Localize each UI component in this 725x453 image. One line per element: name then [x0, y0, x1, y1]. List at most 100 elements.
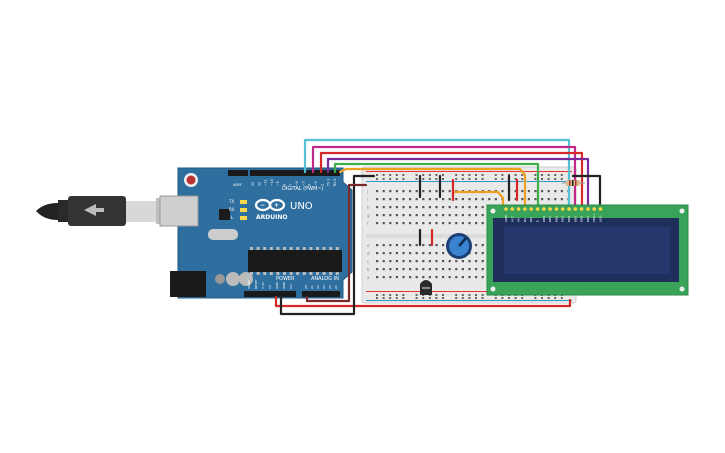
reset-button[interactable]: [186, 175, 196, 185]
digital-pin-label: ~3: [314, 181, 318, 186]
lcd-pin: [598, 207, 603, 211]
lcd-pin: [542, 207, 546, 211]
row-letter: f: [367, 221, 369, 226]
digital-pin-label: 12: [257, 182, 261, 186]
power-jack: [170, 271, 206, 297]
lcd-pin: [535, 207, 540, 211]
potentiometer[interactable]: [446, 233, 472, 259]
row-letter: b: [367, 267, 370, 272]
row-letter: d: [367, 251, 370, 256]
lcd-pin-label: GND: [504, 214, 508, 222]
digital-pin-label: ~11: [264, 179, 268, 186]
microcontroller-chip: [248, 250, 342, 272]
lcd-pin: [573, 207, 578, 211]
crystal: [208, 229, 238, 240]
digital-pin-label: ~5: [301, 181, 305, 186]
brand-label: ARDUINO: [256, 214, 287, 221]
lcd-pin: [586, 207, 590, 211]
svg-text:+: +: [274, 202, 279, 209]
lcd-pin: [548, 207, 552, 211]
power-pin-label: IOREF: [247, 280, 251, 289]
rx-label: RX: [229, 207, 235, 212]
lcd-pin: [592, 207, 596, 211]
analog-label: ANALOG IN: [311, 276, 339, 282]
row-letter: j: [366, 189, 368, 194]
row-letter: h: [367, 205, 370, 210]
lcd-pin-label: RW: [529, 217, 533, 222]
power-header: [244, 291, 296, 297]
usb-icon: [84, 204, 104, 216]
lcd-pin-label: VCC: [510, 216, 514, 222]
wire-cyan: [303, 138, 571, 212]
lcd-pin-label: DB4: [567, 216, 571, 222]
analog-pin-label: A3: [322, 285, 326, 289]
usb-cable: [36, 196, 178, 226]
lcd-pin-label: DB3: [561, 216, 565, 222]
l-label: L: [231, 215, 234, 220]
lcd-pin: [579, 207, 584, 211]
wire-red-power: [274, 295, 572, 308]
digital-pin-label: 13: [251, 182, 255, 186]
analog-pin-label: A1: [310, 285, 314, 289]
wire-brown-a0: [305, 183, 368, 303]
arduino-uno-board: TX RX L − + ARDUINO UNO DIGITAL (PWM~) A…: [159, 167, 353, 299]
digital-pin-label: ~6: [295, 181, 299, 186]
wire-orange: [338, 167, 527, 212]
wire-black-led: [571, 174, 602, 212]
lcd-pin-label: DB6: [580, 216, 584, 222]
lcd-pin-label: DB2: [554, 216, 558, 222]
usb-port: [159, 195, 199, 227]
digital-pin-label: ~9: [276, 181, 280, 186]
power-label: POWER: [276, 276, 295, 282]
lcd-pin-label: E: [536, 220, 540, 222]
wire-magenta: [311, 145, 577, 212]
lcd-pin-label: LED+: [592, 213, 596, 222]
wire-red-top: [319, 151, 584, 212]
digital-header: [250, 170, 340, 176]
lcd-screen: [504, 227, 670, 274]
lcd-pin-label: DB1: [548, 216, 552, 222]
power-pin-label: GND: [282, 281, 286, 289]
wire-purple: [326, 157, 590, 212]
wires: [274, 138, 602, 316]
lcd-pin: [567, 207, 571, 211]
digital-label: DIGITAL (PWM~): [282, 186, 324, 192]
digital-pin-label: TX 1: [327, 179, 331, 187]
infinity-logo-icon: − +: [254, 198, 286, 212]
svg-text:−: −: [260, 202, 265, 209]
lcd-pin: [529, 207, 533, 211]
wire-black-gnd: [279, 174, 366, 316]
lcd-pin-label: DB5: [573, 216, 577, 222]
digital-pin-label: RX 0: [333, 179, 337, 186]
digital-pin-label: 8: [283, 184, 287, 186]
lcd-pin: [523, 207, 527, 211]
aref-label: AREF: [233, 183, 242, 187]
lcd-pin-label: RS: [523, 218, 527, 222]
lcd-pin-label: LED-: [599, 215, 603, 222]
resistor: [562, 180, 585, 186]
model-label: UNO: [290, 201, 313, 212]
power-pin-label: Vin: [289, 284, 293, 289]
lcd-pin-label: V0: [517, 218, 521, 222]
power-pin-label: 3.3V: [261, 281, 265, 289]
row-letter: c: [367, 259, 369, 264]
digital-pin-label: 7: [289, 184, 293, 186]
lcd-pin: [560, 207, 565, 211]
lcd-pin: [510, 207, 515, 211]
lcd-pin: [516, 207, 521, 211]
analog-pin-label: A0: [304, 285, 308, 289]
temperature-sensor: [420, 280, 432, 295]
analog-pin-label: A2: [316, 285, 320, 289]
power-pin-label: GND: [275, 281, 279, 289]
row-letter: i: [367, 197, 368, 202]
power-pin-label: 5V: [268, 284, 272, 289]
digital-pin-label: 4: [308, 184, 312, 186]
wire-green: [333, 162, 540, 212]
row-letter: a: [367, 275, 370, 280]
lcd-pin: [504, 207, 508, 211]
wire-orange-pot: [452, 190, 505, 212]
analog-pin-label: A5: [334, 285, 338, 289]
analog-pin-label: A4: [328, 285, 332, 289]
